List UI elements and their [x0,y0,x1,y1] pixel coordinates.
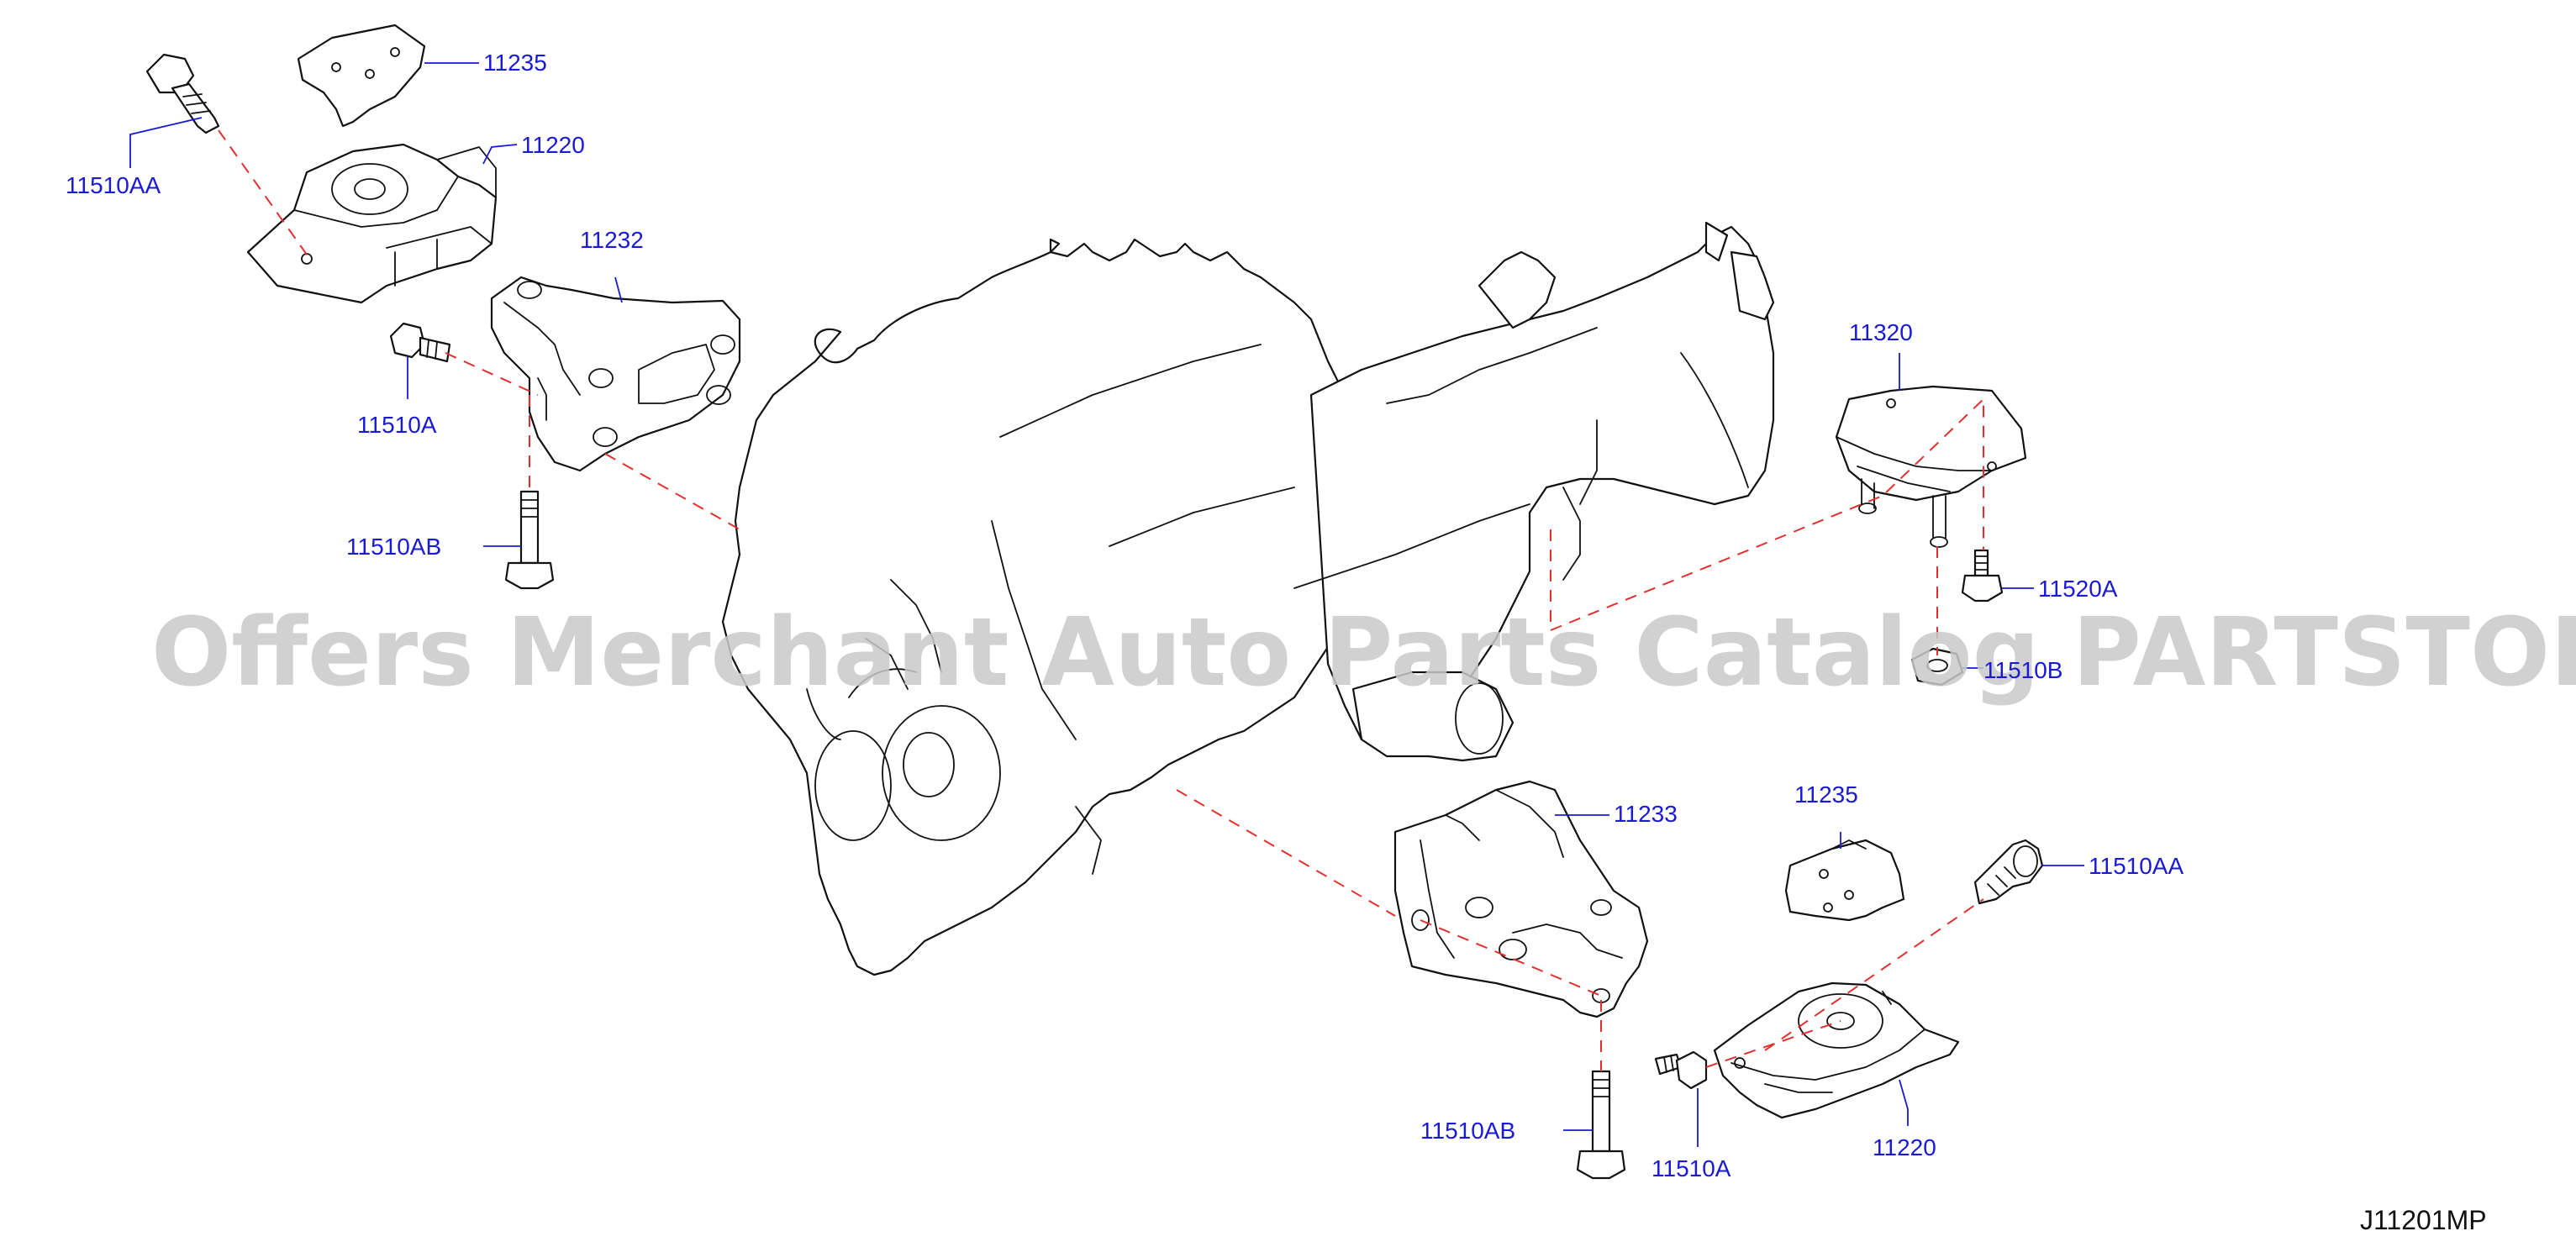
callout-11510A-top[interactable]: 11510A [357,412,437,438]
callout-11510A-bottom[interactable]: 11510A [1651,1155,1731,1181]
mount-bracket-11233 [1393,780,1649,1018]
leader-11220-bottom [1899,1079,1909,1126]
leader-11510AA-top [129,117,203,168]
bolt-11510A-top [389,322,451,363]
mount-bracket-11232 [490,276,741,472]
bolt-11510AA-bottom [1973,839,2044,905]
bolt-11510AB-bottom [1576,1070,1626,1180]
callout-11233[interactable]: 11233 [1614,801,1678,827]
nut-11510B [1910,647,1964,687]
callout-11235-bottom[interactable]: 11235 [1794,781,1858,808]
bolt-11510A-bottom [1654,1050,1708,1090]
insulator-11235-top [297,24,426,128]
bolt-11510AB-top [504,490,555,590]
bolt-11510AA-top [145,53,220,134]
transmission-mount-11320 [1835,385,2027,548]
callout-11510B[interactable]: 11510B [1983,657,2062,683]
engine-mount-11220-bottom [1713,981,1960,1119]
callout-11510AB-top[interactable]: 11510AB [346,534,441,560]
callout-11220-top[interactable]: 11220 [521,132,585,158]
bolt-11520A [1961,549,2004,602]
callout-11320[interactable]: 11320 [1849,319,1913,345]
engine-transmission-assembly [721,221,1775,976]
callout-11220-bottom[interactable]: 11220 [1873,1134,1936,1160]
leader-11232 [614,276,623,303]
callout-11235-top[interactable]: 11235 [483,50,547,76]
callout-11510AB-bottom[interactable]: 11510AB [1420,1118,1515,1144]
insulator-11235-bottom [1784,839,1905,922]
diagram-code: J11201MP [2360,1205,2487,1235]
callout-11520A[interactable]: 11520A [2038,576,2118,602]
callout-11510AA-top[interactable]: 11510AA [66,172,161,198]
callout-11510AA-bottom[interactable]: 11510AA [2089,853,2184,879]
watermark-text: Offers Merchant Auto Parts Catalog PARTS… [151,598,2576,708]
engine-mount-11220-top [246,143,498,304]
alignment-dashed-lines [218,129,1984,1071]
callout-11232[interactable]: 11232 [580,227,644,253]
leader-11220-top [482,144,518,165]
